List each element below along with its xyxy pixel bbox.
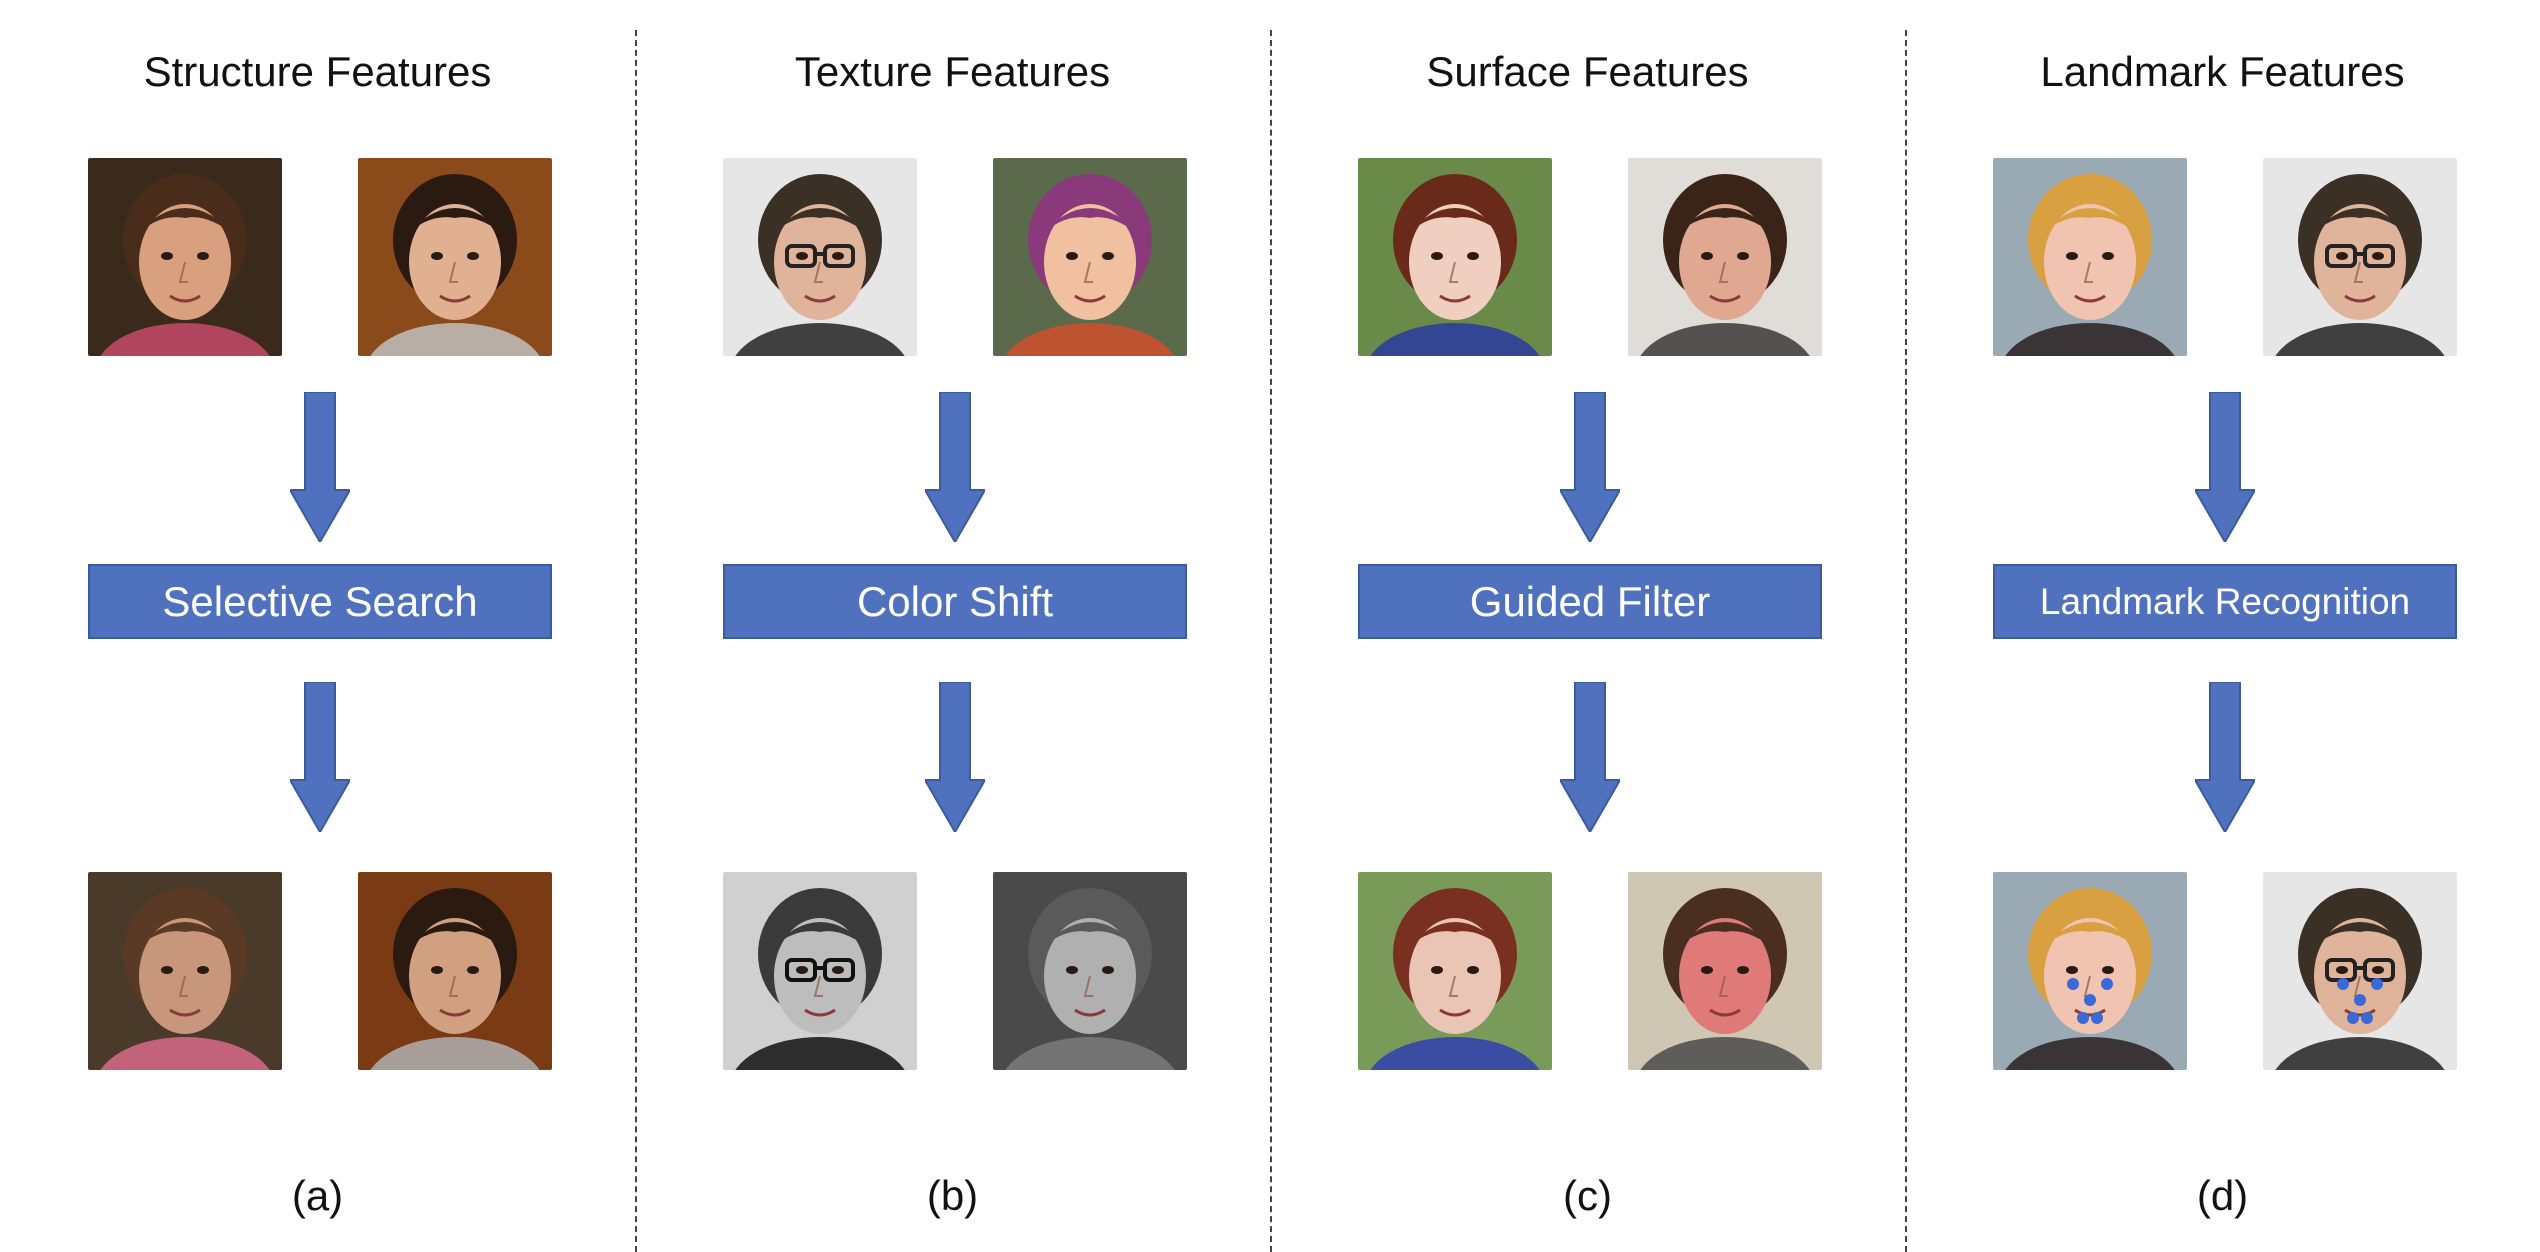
input-image [1358,158,1552,356]
panel-divider [635,30,637,1252]
man-with-glasses-grayscale-icon [723,872,917,1070]
panel-caption: (c) [1563,1172,1612,1219]
landmark-point [2347,1012,2359,1024]
panel-divider [1905,30,1907,1252]
input-image [993,158,1187,356]
panel-caption: (a) [291,1172,344,1219]
panel-structure-features: Structure Features Selective Search (a) [0,0,635,1252]
down-arrow-icon [1560,392,1620,542]
panel-landmark-features: Landmark Features Landmark Recognition (… [1905,0,2540,1252]
panel-title: Texture Features [794,48,1111,95]
output-image [358,872,552,1070]
down-arrow-icon [290,682,350,832]
girl-face-painting-icon [88,158,282,356]
girl-face-segmented-icon [88,872,282,1070]
landmark-point [2091,1012,2103,1024]
panel-caption: (d) [2196,1172,2249,1219]
down-arrow-icon [1560,682,1620,832]
blonde-woman-face-icon [1993,158,2187,356]
panel-surface-features: Surface Features Guided Filter (c) [1270,0,1905,1252]
input-image [1993,158,2187,356]
landmark-point [2354,994,2366,1006]
woman-face-painting-icon [358,158,552,356]
man-with-glasses-face-icon [2263,158,2457,356]
input-image [1628,158,1822,356]
panel-caption: (b) [926,1172,979,1219]
down-arrow-icon [2195,682,2255,832]
input-image [88,158,282,356]
smiling-man-face-icon [1628,158,1822,356]
down-arrow-icon [925,682,985,832]
operation-box: Selective Search [88,564,552,639]
landmark-point [2371,978,2383,990]
baby-with-beanie-grayscale-icon [993,872,1187,1070]
man-with-glasses-face-icon [723,158,917,356]
landmark-point [2361,1012,2373,1024]
panel-texture-features: Texture Features Color Shift (b) [635,0,1270,1252]
operation-box: Guided Filter [1358,564,1822,639]
blonde-woman-landmarks-icon [1993,872,2187,1070]
input-image [2263,158,2457,356]
woman-face-segmented-icon [358,872,552,1070]
output-image [1993,872,2187,1070]
woman-with-red-hair-smoothed-icon [1358,872,1552,1070]
output-image [723,872,917,1070]
down-arrow-icon [925,392,985,542]
baby-with-beanie-face-icon [993,158,1187,356]
output-image [88,872,282,1070]
input-image [358,158,552,356]
down-arrow-icon [290,392,350,542]
man-with-glasses-landmarks-icon [2263,872,2457,1070]
landmark-point [2101,978,2113,990]
landmark-point [2067,978,2079,990]
output-image [1628,872,1822,1070]
input-image [723,158,917,356]
smiling-man-smoothed-icon [1628,872,1822,1070]
output-image [2263,872,2457,1070]
output-image [993,872,1187,1070]
woman-with-red-hair-face-icon [1358,158,1552,356]
panel-title: Surface Features [1426,48,1749,95]
panel-title: Landmark Features [2040,48,2405,95]
landmark-point [2337,978,2349,990]
landmark-point [2084,994,2096,1006]
landmark-point [2077,1012,2089,1024]
operation-box: Landmark Recognition [1993,564,2457,639]
output-image [1358,872,1552,1070]
down-arrow-icon [2195,392,2255,542]
panel-divider [1270,30,1272,1252]
panel-title: Structure Features [143,48,492,95]
operation-box: Color Shift [723,564,1187,639]
